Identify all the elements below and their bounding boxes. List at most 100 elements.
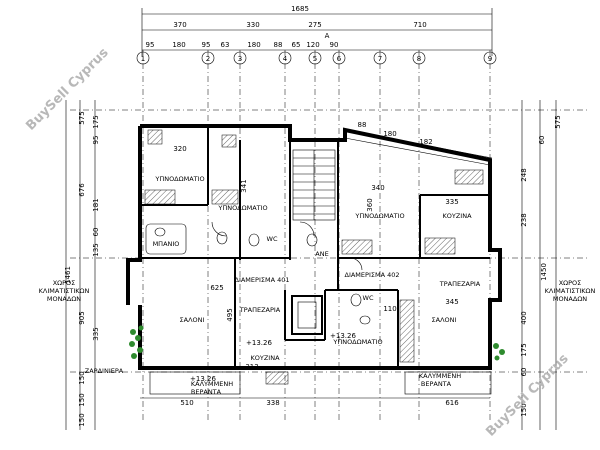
level-mark-3: +13.26 — [330, 332, 356, 340]
dim-top-3: 275 — [308, 21, 321, 29]
plant-icon — [129, 325, 505, 361]
veranda-railings — [140, 371, 492, 399]
right-dimension-lines — [521, 100, 557, 430]
room-dining-right: ΤΡΑΠΕΖΑΡΙΑ — [439, 280, 481, 288]
level-mark-1: +13.26 — [246, 339, 272, 347]
grid-marker-8: 8 — [417, 55, 421, 63]
label-apartment-401: ΔΙΑΜΕΡΙΣΜΑ 401 — [235, 276, 290, 284]
dim-top-1: 370 — [173, 21, 186, 29]
dim-room-16: 182 — [419, 138, 432, 146]
dim-top-4: 710 — [413, 21, 426, 29]
dim-sub-8: 120 — [306, 41, 319, 49]
dim-sub-3: 95 — [202, 41, 211, 49]
left-dimensions: 575 175 95 676 181 60 135 1461 905 335 1… — [64, 111, 100, 426]
dim-room-8: 345 — [445, 298, 458, 306]
dim-sub-5: 180 — [247, 41, 260, 49]
label-veranda-right-1: ΚΑΛΥΜΜΕΝΗ — [419, 372, 461, 380]
dim-sub-1: 95 — [146, 41, 155, 49]
dim-left-3: 95 — [92, 136, 100, 145]
dim-sub-7: 65 — [292, 41, 301, 49]
label-ac-units-left-2: ΚΛΙΜΑΤΙΣΤΙΚΩΝ — [39, 287, 90, 295]
dim-room-14: 88 — [358, 121, 367, 129]
dim-room-2: 341 — [240, 179, 248, 192]
dim-right-5: 1450 — [540, 263, 548, 281]
dim-room-5: 335 — [445, 198, 458, 206]
room-living-left: ΣΑΛΟΝΙ — [180, 316, 205, 324]
grid-marker-3: 3 — [238, 55, 242, 63]
room-wc-2: WC — [363, 294, 374, 302]
lift-shaft — [291, 295, 323, 335]
dim-left-8: 1461 — [64, 266, 72, 284]
dim-total: 1685 — [291, 5, 309, 13]
dim-room-15: 180 — [383, 130, 396, 138]
room-bedroom-3: ΥΠΝΟΔΩΜΑΤΙΟ — [354, 212, 404, 220]
grid-marker-2: 2 — [206, 55, 210, 63]
grid-marker-6: 6 — [337, 55, 342, 63]
dim-room-3: 360 — [366, 198, 374, 211]
diagonal-edge — [344, 129, 493, 166]
dim-left-9: 905 — [78, 311, 86, 324]
dim-left-12: 150 — [78, 393, 86, 406]
label-apartment-402: ΔΙΑΜΕΡΙΣΜΑ 402 — [345, 271, 400, 279]
interior-walls — [140, 126, 490, 368]
grid-marker-5: 5 — [313, 55, 317, 63]
dim-left-13: 150 — [78, 413, 86, 426]
level-mark-2: +13.26 — [190, 375, 216, 383]
label-ac-units-left-3: ΜΟΝΑΔΩΝ — [47, 295, 81, 303]
room-kitchen-right: ΚΟΥΖΙΝΑ — [442, 212, 472, 220]
right-dimensions: 575 60 248 238 1450 400 175 60 150 — [520, 115, 562, 416]
dim-sub-6: 88 — [274, 41, 283, 49]
room-labels: ΥΠΝΟΔΩΜΑΤΙΟ ΥΠΝΟΔΩΜΑΤΙΟ ΥΠΝΟΔΩΜΑΤΙΟ ΥΠΝΟ… — [39, 175, 596, 396]
dim-sub-9: 90 — [330, 41, 339, 49]
dim-room-12: 510 — [180, 399, 193, 407]
room-living-right: ΣΑΛΟΝΙ — [432, 316, 457, 324]
dim-sub-4: 63 — [221, 41, 230, 49]
dim-room-6: 625 — [210, 284, 223, 292]
dim-room-13: 616 — [445, 399, 459, 407]
label-planter: ΖΑΡΔΙΝΙΕΡΑ — [85, 367, 124, 375]
top-dimensions: 1685 370 330 275 710 A 95 180 95 63 180 … — [146, 5, 427, 49]
top-dimension-lines — [141, 8, 493, 56]
room-dimensions: 320 341 360 340 335 625 495 345 110 313 … — [173, 121, 459, 407]
label-ac-units-right-3: ΜΟΝΑΔΩΝ — [553, 295, 587, 303]
room-lift: ΑΝΕ — [315, 250, 328, 258]
label-ac-units-right-2: ΚΛΙΜΑΤΙΣΤΙΚΩΝ — [545, 287, 596, 295]
dim-room-7: 495 — [226, 308, 234, 321]
axis-marker: A — [325, 32, 330, 40]
dim-room-11: 338 — [266, 399, 279, 407]
room-wc-1: WC — [267, 235, 278, 243]
dim-left-6: 60 — [92, 228, 100, 237]
grid-markers: 1 2 3 4 5 6 7 8 9 — [136, 51, 497, 65]
dim-right-9: 150 — [520, 403, 528, 416]
dim-right-7: 175 — [520, 343, 528, 356]
dim-left-5: 181 — [92, 198, 100, 211]
label-veranda-left-1: ΚΑΛΥΜΜΕΝΗ — [191, 380, 233, 388]
dim-right-2: 60 — [538, 136, 546, 145]
dim-room-1: 320 — [173, 145, 186, 153]
room-bedroom-2: ΥΠΝΟΔΩΜΑΤΙΟ — [217, 204, 267, 212]
room-dining-left: ΤΡΑΠΕΖΑΡΙΑ — [239, 306, 281, 314]
dim-left-11: 150 — [78, 371, 86, 384]
dim-left-1: 575 — [78, 111, 86, 124]
room-bedroom-4: ΥΠΝΟΔΩΜΑΤΙΟ — [332, 338, 382, 346]
dim-right-4: 238 — [520, 213, 528, 226]
label-veranda-right-2: ΒΕΡΑΝΤΑ — [421, 380, 452, 388]
dim-sub-2: 180 — [172, 41, 185, 49]
dim-left-10: 335 — [92, 327, 100, 340]
wet-area-hatching — [144, 129, 484, 385]
dim-right-8: 60 — [520, 368, 528, 377]
label-veranda-left-2: ΒΕΡΑΝΤΑ — [191, 388, 222, 396]
grid-lines — [70, 50, 590, 420]
label-ac-units-left-1: ΧΩΡΟΣ — [53, 279, 76, 287]
dim-right-3: 248 — [520, 168, 528, 181]
dim-top-2: 330 — [246, 21, 259, 29]
dim-left-7: 135 — [92, 243, 100, 256]
stair-core — [292, 149, 336, 221]
room-bedroom-1: ΥΠΝΟΔΩΜΑΤΙΟ — [154, 175, 204, 183]
watermark-bottom-right: BuySell Cyprus — [483, 351, 572, 440]
label-ac-units-right-1: ΧΩΡΟΣ — [559, 279, 582, 287]
dim-room-4: 340 — [371, 184, 384, 192]
dim-left-2: 175 — [92, 115, 100, 128]
bathroom-fixtures — [145, 221, 371, 325]
